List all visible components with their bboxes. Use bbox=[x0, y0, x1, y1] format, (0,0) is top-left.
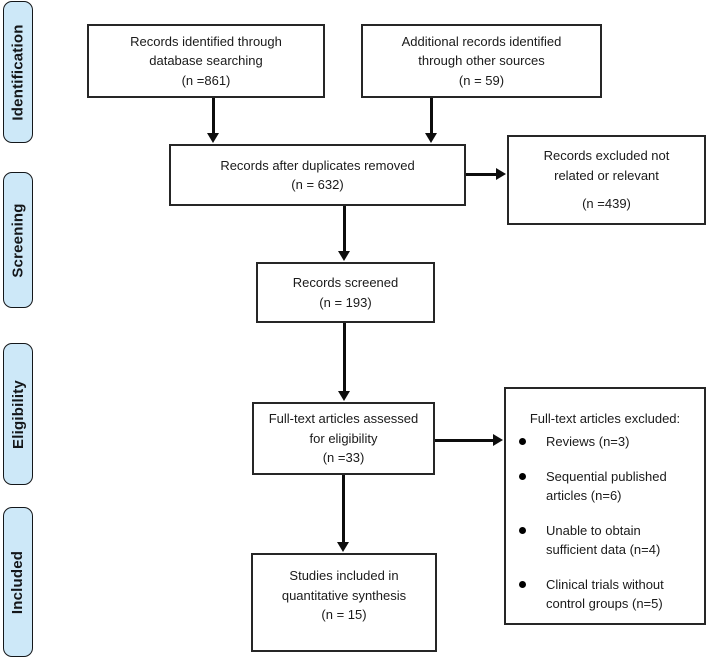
bullet-icon bbox=[519, 438, 526, 445]
box-records-identified-database: Records identified through database sear… bbox=[87, 24, 325, 98]
stage-label-eligibility: Eligibility bbox=[3, 343, 33, 485]
arrow-duplicates-to-screened bbox=[343, 206, 346, 251]
arrow-fulltext-to-included bbox=[342, 475, 345, 542]
list-item: Reviews (n=3) bbox=[519, 432, 694, 451]
box-count: (n =439) bbox=[582, 196, 631, 212]
box-count: (n =33) bbox=[322, 450, 365, 466]
box-text-line: Records identified through bbox=[130, 33, 282, 49]
bullet-icon bbox=[519, 581, 526, 588]
box-fulltext-assessed: Full-text articles assessed for eligibil… bbox=[252, 402, 435, 475]
stage-label-screening: Screening bbox=[3, 172, 33, 308]
box-text-line: Records after duplicates removed bbox=[220, 157, 415, 173]
list-item-text: Unable to obtain sufficient data (n=4) bbox=[546, 523, 661, 557]
arrow-database-to-duplicates bbox=[212, 98, 215, 133]
stage-label-identification-text: Identification bbox=[9, 23, 27, 121]
arrow-screened-to-fulltext bbox=[343, 323, 346, 391]
stage-label-screening-text: Screening bbox=[9, 202, 27, 278]
box-records-after-duplicates-removed: Records after duplicates removed (n = 63… bbox=[169, 144, 466, 206]
list-item: Sequential published articles (n=6) bbox=[519, 467, 694, 505]
box-text-line: Studies included in bbox=[289, 568, 399, 584]
box-records-excluded: Records excluded not related or relevant… bbox=[507, 135, 706, 225]
box-text-line: Full-text articles assessed bbox=[268, 411, 419, 427]
list-item-text: Reviews (n=3) bbox=[546, 434, 630, 449]
box-count: (n = 15) bbox=[321, 607, 367, 623]
box-text-line: through other sources bbox=[418, 53, 545, 69]
list-item-text: Clinical trials without control groups (… bbox=[546, 577, 664, 611]
list-item: Unable to obtain sufficient data (n=4) bbox=[519, 521, 694, 559]
excluded-list-title: Full-text articles excluded: bbox=[529, 411, 681, 426]
box-text-line: for eligibility bbox=[309, 430, 378, 446]
box-text-line: database searching bbox=[149, 53, 263, 69]
box-fulltext-excluded: Full-text articles excluded: Reviews (n=… bbox=[504, 387, 706, 625]
box-text-line: quantitative synthesis bbox=[281, 587, 407, 603]
box-studies-included: Studies included in quantitative synthes… bbox=[251, 553, 437, 652]
box-additional-records-other-sources: Additional records identified through ot… bbox=[361, 24, 602, 98]
box-count: (n = 632) bbox=[291, 177, 344, 192]
stage-label-included-text: Included bbox=[9, 550, 27, 614]
box-records-screened: Records screened (n = 193) bbox=[256, 262, 435, 323]
stage-label-eligibility-text: Eligibility bbox=[9, 379, 27, 449]
list-item: Clinical trials without control groups (… bbox=[519, 575, 694, 613]
stage-label-included: Included bbox=[3, 507, 33, 657]
arrow-other-sources-to-duplicates bbox=[430, 98, 433, 133]
box-text-line: related or relevant bbox=[554, 167, 659, 183]
bullet-icon bbox=[519, 527, 526, 534]
stage-label-identification: Identification bbox=[3, 1, 33, 143]
box-count: (n = 59) bbox=[458, 72, 505, 88]
box-text-line: Additional records identified bbox=[401, 33, 562, 49]
arrow-duplicates-to-excluded bbox=[466, 173, 496, 176]
box-count: (n =861) bbox=[181, 72, 231, 88]
box-text-line: Records excluded not bbox=[543, 148, 670, 164]
list-item-text: Sequential published articles (n=6) bbox=[546, 469, 667, 503]
bullet-icon bbox=[519, 473, 526, 480]
box-text-line: Records screened bbox=[292, 275, 399, 290]
box-count: (n = 193) bbox=[319, 294, 372, 310]
arrow-fulltext-to-excluded-list bbox=[435, 439, 493, 442]
